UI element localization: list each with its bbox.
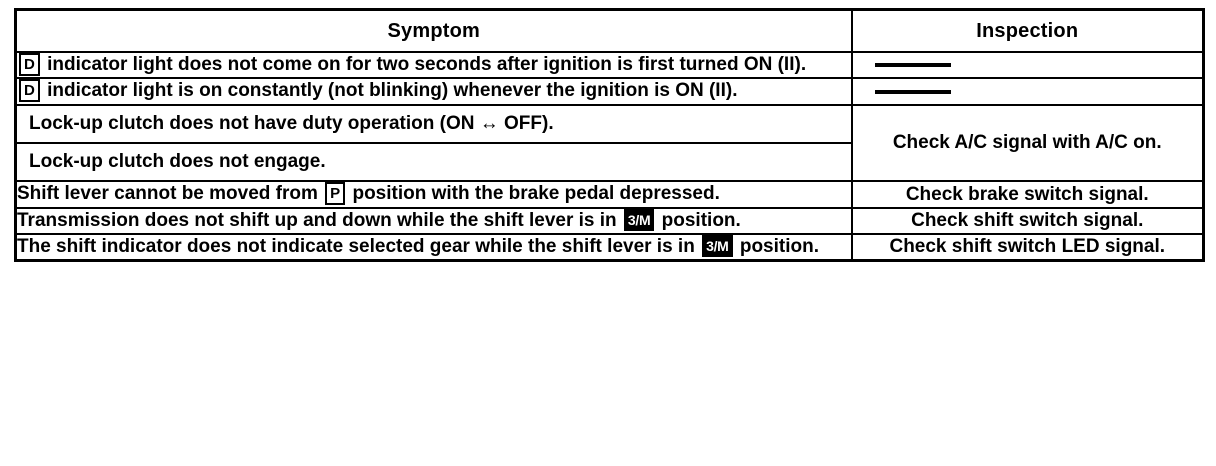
gear-indicator-p-icon: P xyxy=(325,182,346,206)
table-row: Transmission does not shift up and down … xyxy=(14,206,1205,235)
table-row: D indicator light does not come on for t… xyxy=(14,50,1205,80)
inspection-cell xyxy=(850,77,1205,106)
table-row: D indicator light is on constantly (not … xyxy=(14,77,1205,106)
symptom-cell: D indicator light does not come on for t… xyxy=(14,50,853,80)
column-header-symptom: Symptom xyxy=(14,8,853,53)
symptom-text-after: position with the brake pedal depressed. xyxy=(347,183,720,205)
header-row: Symptom Inspection xyxy=(14,8,1205,53)
table-row: The shift indicator does not indicate se… xyxy=(14,232,1205,262)
inspection-cell xyxy=(850,50,1205,80)
gear-indicator-d-icon: D xyxy=(19,79,40,103)
gear-indicator-d-icon: D xyxy=(19,53,40,76)
symptom-cell: D indicator light is on constantly (not … xyxy=(14,77,853,106)
no-inspection-dash-icon xyxy=(874,63,951,68)
symptom-text-after: position. xyxy=(656,209,741,231)
symptom-cell: Transmission does not shift up and down … xyxy=(14,206,853,235)
symptom-text-before: The shift indicator does not indicate se… xyxy=(17,235,701,257)
gear-indicator-3m-icon: 3/M xyxy=(623,208,655,231)
column-header-inspection: Inspection xyxy=(850,8,1205,53)
inspection-cell: Check shift switch signal. xyxy=(850,206,1205,235)
table-row: Shift lever cannot be moved from P posit… xyxy=(14,180,1205,209)
symptom-text-before: Transmission does not shift up and down … xyxy=(17,209,622,231)
inspection-cell: Check A/C signal with A/C on. xyxy=(850,103,1205,183)
symptom-text: indicator light does not come on for two… xyxy=(41,54,807,75)
table-row: Lock-up clutch does not have duty operat… xyxy=(14,103,1205,183)
gear-indicator-3m-icon: 3/M xyxy=(702,234,733,257)
symptom-text: Lock-up clutch does not engage. xyxy=(29,150,326,172)
inspection-cell: Check shift switch LED signal. xyxy=(850,232,1205,262)
no-inspection-dash-icon xyxy=(874,89,951,94)
symptom-cell: Lock-up clutch does not engage. xyxy=(14,141,853,183)
inspection-cell: Check brake switch signal. xyxy=(850,180,1205,209)
table-row: Lock-up clutch does not engage. xyxy=(14,141,1204,183)
symptom-text: indicator light is on constantly (not bl… xyxy=(41,80,738,102)
symptom-text-after: position. xyxy=(734,235,819,257)
table-body: D indicator light does not come on for t… xyxy=(14,50,1205,262)
symptom-text: Lock-up clutch does not have duty operat… xyxy=(29,112,554,134)
symptom-cell: Lock-up clutch does not have duty operat… xyxy=(14,103,853,144)
symptom-text-before: Shift lever cannot be moved from xyxy=(17,183,324,205)
symptom-cell: The shift indicator does not indicate se… xyxy=(14,232,853,262)
symptom-cell: Shift lever cannot be moved from P posit… xyxy=(14,180,853,209)
symptom-inspection-table: Symptom Inspection D indicator light doe… xyxy=(14,8,1205,263)
table-header: Symptom Inspection xyxy=(14,8,1205,53)
